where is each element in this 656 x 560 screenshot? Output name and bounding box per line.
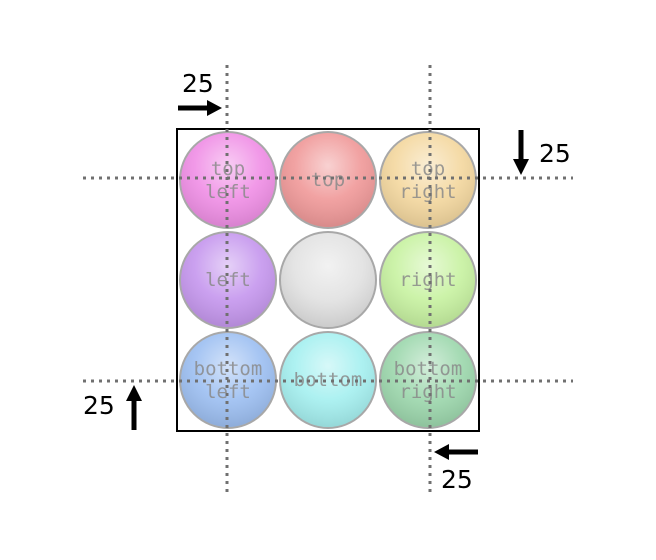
offset-arrow-top-right: 25 <box>513 130 571 175</box>
round-button-left[interactable]: left <box>179 231 277 329</box>
offset-label-top-right: 25 <box>539 139 571 168</box>
offset-arrow-bottom-left: 25 <box>83 385 142 430</box>
offset-label-bottom-left: 25 <box>83 391 115 420</box>
offset-arrow-top-left: 25 <box>178 69 222 116</box>
button-label: right <box>399 269 456 291</box>
button-label: right <box>399 381 456 403</box>
button-label: top <box>311 169 345 191</box>
button-label: right <box>399 181 456 203</box>
guide-lines <box>83 65 573 495</box>
arrow-right-head-icon <box>207 100 222 116</box>
button-gloss <box>281 133 375 227</box>
button-label: left <box>205 181 251 203</box>
round-button-top[interactable]: top <box>279 131 377 229</box>
button-label: left <box>205 381 251 403</box>
button-label: bottom <box>394 358 463 380</box>
button-gloss <box>181 233 275 327</box>
arrow-left-head-icon <box>434 444 449 460</box>
button-label: top <box>411 158 445 180</box>
offset-label-bottom-right: 25 <box>441 465 473 494</box>
arrow-down-head-icon <box>513 159 529 175</box>
arrow-up-head-icon <box>126 385 142 401</box>
offset-arrow-bottom-right: 25 <box>434 444 478 494</box>
button-gloss <box>281 233 375 327</box>
button-gloss <box>381 233 475 327</box>
button-gloss <box>281 333 375 427</box>
round-button-bottom[interactable]: bottom <box>279 331 377 429</box>
round-button-center[interactable] <box>279 231 377 329</box>
container-frame <box>176 128 480 432</box>
offset-label-top-left: 25 <box>182 69 214 98</box>
round-button-right[interactable]: right <box>379 231 477 329</box>
button-label: bottom <box>294 369 363 391</box>
button-gloss <box>381 133 475 227</box>
button-label: left <box>205 269 251 291</box>
